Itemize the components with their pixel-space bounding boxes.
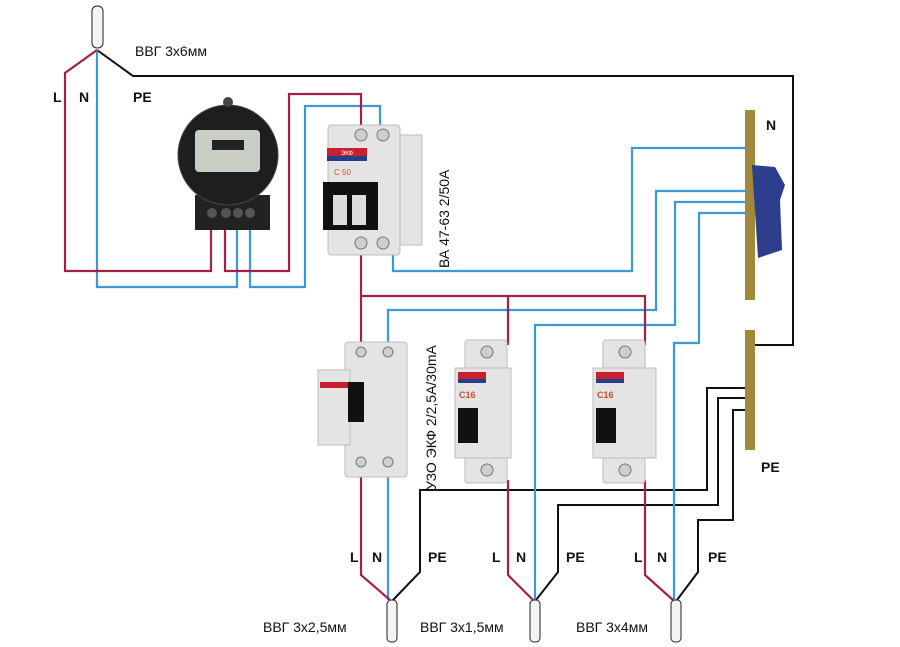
rcd-label: УЗО ЭКФ 2/2,5А/30mA xyxy=(423,344,439,490)
pe-bus-label: PE xyxy=(761,459,780,475)
n-bus-label: N xyxy=(766,117,776,133)
brand-logo: ЭКФ xyxy=(341,151,354,157)
circuit-breaker-2: C16 xyxy=(592,339,657,484)
main-breaker-label: ВА 47-63 2/50А xyxy=(436,169,452,268)
output-2: L N PE ВВГ 3х1,5мм xyxy=(420,549,585,643)
input-n-label: N xyxy=(79,89,89,105)
output-pe-label: PE xyxy=(566,549,585,565)
neutral-busbar xyxy=(745,110,785,300)
mcb1-rating: C16 xyxy=(459,390,476,400)
output-l-label: L xyxy=(492,549,501,565)
output-cable xyxy=(386,599,398,643)
output-cable-label: ВВГ 3х2,5мм xyxy=(263,619,347,635)
output-pe-label: PE xyxy=(708,549,727,565)
output-3: L N PE ВВГ 3х4мм xyxy=(576,549,727,643)
output-l-label: L xyxy=(634,549,643,565)
output-cable xyxy=(529,599,541,643)
input-l-label: L xyxy=(53,89,62,105)
electricity-meter xyxy=(177,97,279,230)
input-cable-label: ВВГ 3х6мм xyxy=(135,43,207,59)
output-cable-label: ВВГ 3х4мм xyxy=(576,619,648,635)
main-breaker-rating: C 50 xyxy=(334,168,351,177)
output-n-label: N xyxy=(516,549,526,565)
neutral-wires xyxy=(95,50,745,600)
output-n-label: N xyxy=(657,549,667,565)
earth-busbar xyxy=(745,330,755,450)
earth-wires xyxy=(96,49,794,601)
output-n-label: N xyxy=(372,549,382,565)
rcd-device xyxy=(317,341,408,478)
output-l-label: L xyxy=(350,549,359,565)
mcb2-rating: C16 xyxy=(597,390,614,400)
output-pe-label: PE xyxy=(428,549,447,565)
circuit-breaker-1: C16 xyxy=(454,339,512,484)
input-pe-label: PE xyxy=(133,89,152,105)
main-breaker: ЭКФ C 50 xyxy=(323,124,423,256)
input-cable xyxy=(91,5,104,49)
output-1: L N PE ВВГ 3х2,5мм xyxy=(263,549,447,643)
output-cable xyxy=(670,599,682,643)
phase-wires xyxy=(63,49,674,601)
output-cable-label: ВВГ 3х1,5мм xyxy=(420,619,504,635)
